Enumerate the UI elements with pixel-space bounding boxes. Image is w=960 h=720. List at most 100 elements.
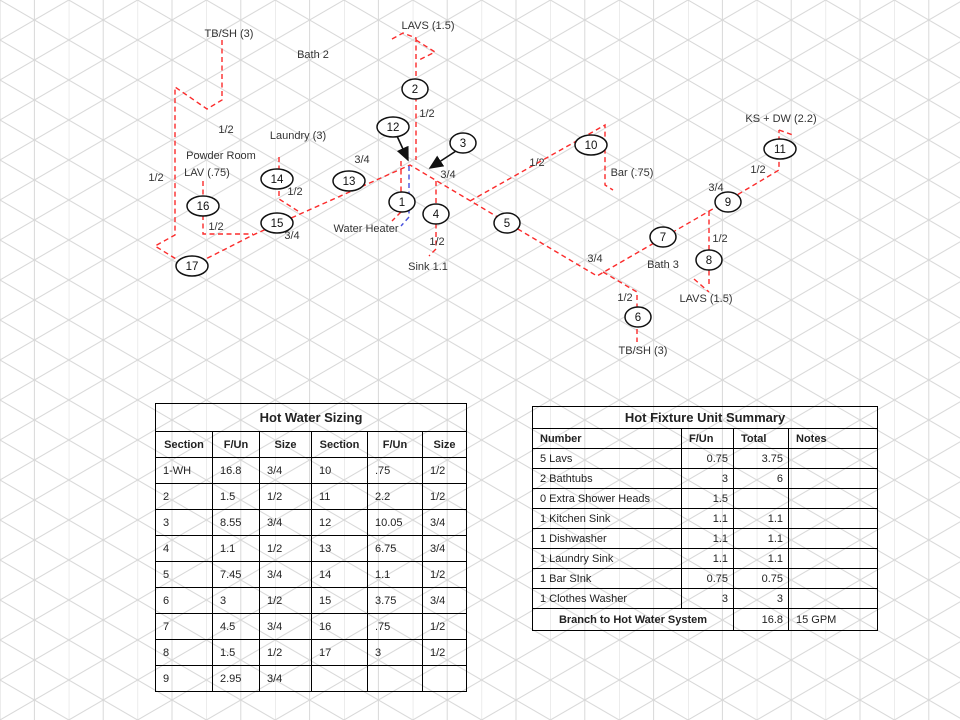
section-node-number: 6 bbox=[635, 312, 641, 324]
diagram-label: Laundry (3) bbox=[270, 130, 326, 142]
section-node-number: 13 bbox=[343, 176, 356, 188]
table-title-row: Hot Water Sizing bbox=[154, 403, 468, 432]
cold-water-pipe bbox=[400, 166, 410, 227]
section-node-number: 12 bbox=[387, 122, 400, 134]
column-header: Notes bbox=[787, 428, 879, 449]
section-node-number: 17 bbox=[186, 261, 199, 273]
hot-water-pipe bbox=[153, 40, 223, 263]
diagram-label: TB/SH (3) bbox=[619, 345, 668, 357]
column-header: Section bbox=[311, 431, 368, 458]
diagram-label: Sink 1.1 bbox=[408, 261, 448, 273]
column-header: F/Un bbox=[367, 431, 423, 458]
table-cell: 3 bbox=[367, 639, 423, 666]
diagram-label: 1/2 bbox=[429, 236, 444, 248]
table-cell: 1 Kitchen Sink bbox=[532, 508, 682, 529]
summary-table-title: Hot Fixture Unit Summary bbox=[531, 406, 879, 429]
table-cell: 3/4 bbox=[259, 613, 312, 640]
table-cell: 8.55 bbox=[212, 509, 260, 536]
hot-water-pipe bbox=[469, 123, 614, 202]
diagram-label: LAV (.75) bbox=[184, 167, 230, 179]
section-node-number: 2 bbox=[412, 84, 418, 96]
table-cell: 16.8 bbox=[212, 457, 260, 484]
column-header: Size bbox=[421, 431, 468, 458]
section-node bbox=[649, 226, 677, 248]
diagram-label: 1/2 bbox=[218, 124, 233, 136]
section-node-number: 16 bbox=[197, 201, 210, 213]
table-cell bbox=[787, 568, 879, 589]
table-cell: 1/2 bbox=[421, 561, 468, 588]
table-cell: 1/2 bbox=[259, 587, 312, 614]
table-cell: 2.2 bbox=[367, 483, 423, 510]
table-cell: 8 bbox=[155, 639, 213, 666]
table-cell: 3/4 bbox=[259, 561, 312, 588]
table-cell bbox=[787, 508, 879, 529]
section-node bbox=[422, 203, 450, 225]
arrows-layer bbox=[396, 135, 457, 169]
section-node-number: 9 bbox=[725, 197, 731, 209]
table-cell bbox=[787, 448, 879, 469]
diagram-label: 3/4 bbox=[708, 182, 723, 194]
branch-total-notes: 15 GPM bbox=[787, 608, 879, 631]
table-cell: 1.1 bbox=[733, 548, 789, 569]
diagram-label: Water Heater bbox=[333, 223, 398, 235]
table-cell: 1/2 bbox=[259, 639, 312, 666]
diagram-label: Bath 3 bbox=[647, 259, 679, 271]
section-node-number: 10 bbox=[585, 140, 598, 152]
table-cell: 11 bbox=[311, 483, 368, 510]
hot-water-pipe bbox=[693, 278, 710, 293]
hot-water-pipe bbox=[428, 181, 437, 257]
table-cell: 0 Extra Shower Heads bbox=[532, 488, 682, 509]
table-cell: 3 bbox=[212, 587, 260, 614]
table-cell: .75 bbox=[367, 457, 423, 484]
diagram-label: 1/2 bbox=[712, 233, 727, 245]
table-cell bbox=[787, 528, 879, 549]
table-cell: 1.1 bbox=[681, 508, 734, 529]
section-node bbox=[376, 116, 410, 138]
section-node bbox=[175, 255, 209, 277]
section-node bbox=[260, 212, 294, 234]
table-cell: 1/2 bbox=[421, 457, 468, 484]
column-header: Size bbox=[259, 431, 312, 458]
table-cell: 0.75 bbox=[681, 568, 734, 589]
table-cell: 9 bbox=[155, 665, 213, 692]
table-cell: 0.75 bbox=[681, 448, 734, 469]
section-node-number: 5 bbox=[504, 218, 510, 230]
section-node-number: 8 bbox=[706, 255, 712, 267]
table-header-row: Section F/Un Size Section F/Un Size bbox=[155, 431, 468, 458]
diagram-label: 1/2 bbox=[148, 172, 163, 184]
diagram-label: 1/2 bbox=[208, 221, 223, 233]
table-cell: 17 bbox=[311, 639, 368, 666]
diagram-label: 3/4 bbox=[354, 154, 369, 166]
table-cell: 1.5 bbox=[681, 488, 734, 509]
table-cell: 1/2 bbox=[259, 483, 312, 510]
column-header: Section bbox=[155, 431, 213, 458]
table-cell bbox=[787, 488, 879, 509]
table-cell: 1 Dishwasher bbox=[532, 528, 682, 549]
section-node bbox=[695, 249, 723, 271]
table-cell: 3/4 bbox=[259, 457, 312, 484]
labels-layer: LAVS (1.5)TB/SH (3)Bath 2KS + DW (2.2)1/… bbox=[148, 20, 816, 357]
table-cell: 2 bbox=[155, 483, 213, 510]
diagram-label: 1/2 bbox=[529, 157, 544, 169]
section-pointer-arrow bbox=[428, 150, 457, 169]
table-cell: 1 Clothes Washer bbox=[532, 588, 682, 609]
section-node bbox=[624, 306, 652, 328]
table-cell: 7 bbox=[155, 613, 213, 640]
section-node bbox=[449, 132, 477, 154]
diagram-label: TB/SH (3) bbox=[205, 28, 254, 40]
table-cell: 6 bbox=[733, 468, 789, 489]
table-cell: 1/2 bbox=[259, 535, 312, 562]
